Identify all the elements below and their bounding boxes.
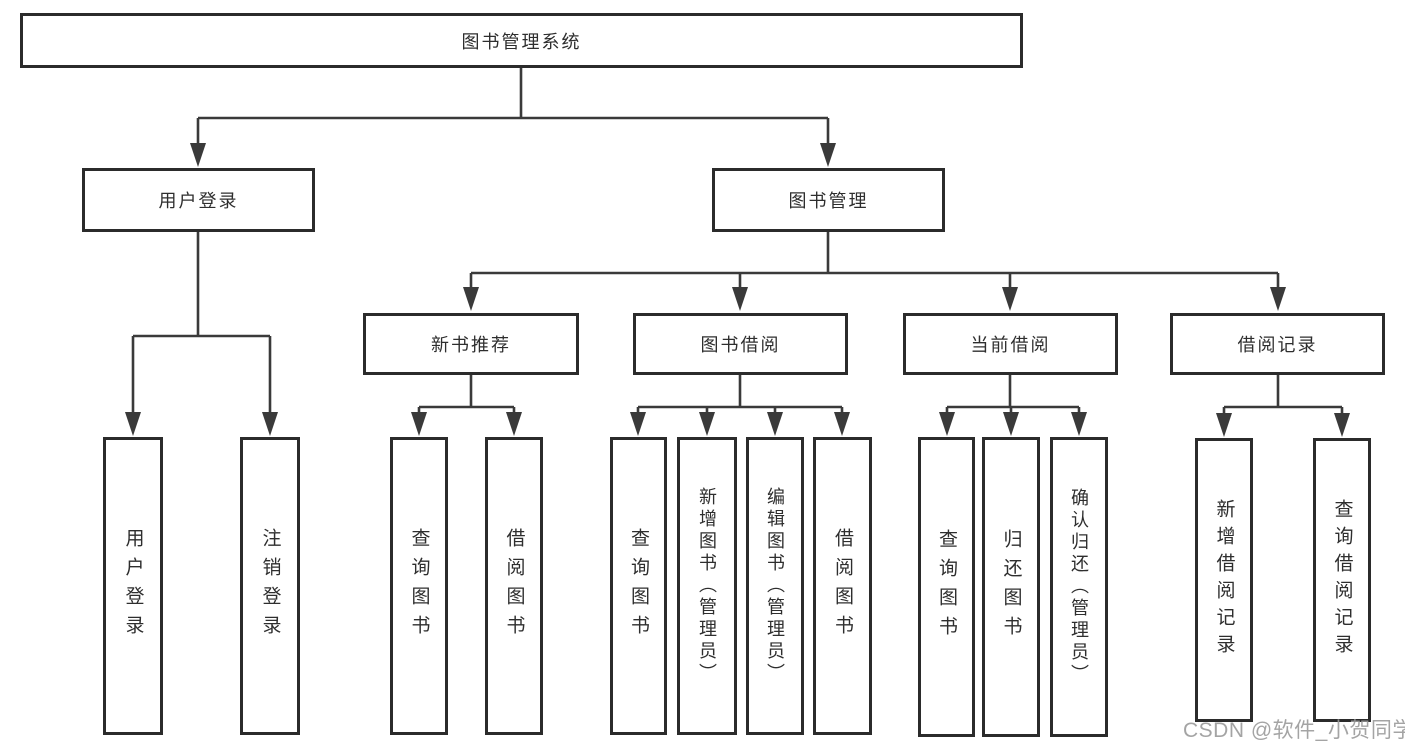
arrowheads bbox=[125, 143, 1350, 437]
leaf-add-books-admin: 新增图书（管理员） bbox=[677, 437, 737, 735]
leaf-confirm-return-admin: 确认归还（管理员） bbox=[1050, 437, 1108, 737]
leaf-add-borrow-record: 新增借阅记录 bbox=[1195, 438, 1253, 722]
leaf-user-login: 用户登录 bbox=[103, 437, 163, 735]
node-book-borrow: 图书借阅 bbox=[633, 313, 848, 375]
watermark-text: CSDN @软件_小贺同学 bbox=[1183, 719, 1405, 742]
connector-paths bbox=[131, 68, 1344, 417]
node-borrow-record: 借阅记录 bbox=[1170, 313, 1385, 375]
leaf-query-books-borrow: 查询图书 bbox=[610, 437, 667, 735]
leaf-query-books-current: 查询图书 bbox=[918, 437, 975, 737]
leaf-borrow-books: 借阅图书 bbox=[813, 437, 872, 735]
leaf-return-books: 归还图书 bbox=[982, 437, 1040, 737]
node-book-management: 图书管理 bbox=[712, 168, 945, 232]
node-user-login: 用户登录 bbox=[82, 168, 315, 232]
node-current-borrow: 当前借阅 bbox=[903, 313, 1118, 375]
leaf-query-borrow-record: 查询借阅记录 bbox=[1313, 438, 1371, 722]
node-new-book-recommend: 新书推荐 bbox=[363, 313, 579, 375]
node-root: 图书管理系统 bbox=[20, 13, 1023, 68]
leaf-query-books-recommend: 查询图书 bbox=[390, 437, 448, 735]
leaf-edit-books-admin: 编辑图书（管理员） bbox=[746, 437, 804, 735]
leaf-logout: 注销登录 bbox=[240, 437, 300, 735]
leaf-borrow-books-recommend: 借阅图书 bbox=[485, 437, 543, 735]
